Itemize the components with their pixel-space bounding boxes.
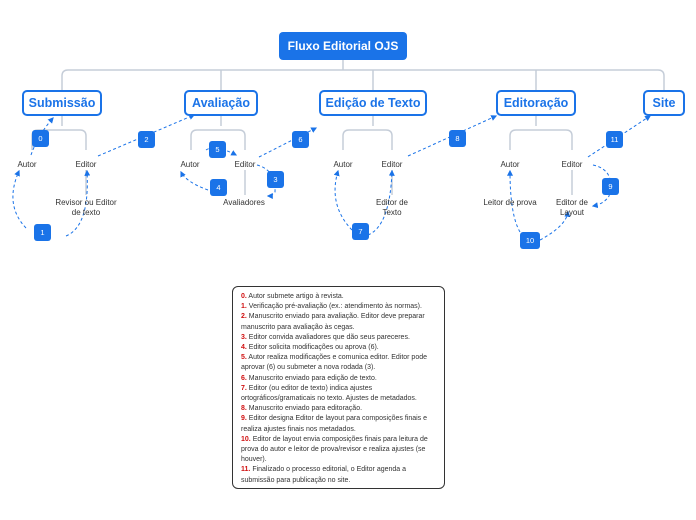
legend-item: 5. Autor realiza modificações e comunica… bbox=[241, 354, 428, 372]
step-badge-4: 4 bbox=[210, 179, 227, 196]
step-badge-0: 0 bbox=[32, 130, 49, 147]
stage-site[interactable]: Site bbox=[643, 90, 685, 116]
legend-box: 0. Autor submete artigo à revista. 1. Ve… bbox=[232, 286, 445, 489]
node-editor-de-layout[interactable]: Editor de Layout bbox=[555, 198, 589, 217]
stage-editoracao[interactable]: Editoração bbox=[496, 90, 576, 116]
legend-item: 2. Manuscrito enviado para avaliação. Ed… bbox=[241, 313, 425, 331]
step-badge-7: 7 bbox=[352, 223, 369, 240]
node-autor-editoracao[interactable]: Autor bbox=[500, 160, 520, 169]
node-autor-avaliacao[interactable]: Autor bbox=[180, 160, 200, 169]
legend-item: 11. Finalizado o processo editorial, o E… bbox=[241, 466, 407, 484]
step-badge-5: 5 bbox=[209, 141, 226, 158]
legend-item: 0. Autor submete artigo à revista. bbox=[241, 293, 344, 300]
stage-edicao-de-texto[interactable]: Edição de Texto bbox=[319, 90, 427, 116]
tree-connectors bbox=[31, 60, 665, 195]
node-editor-editoracao[interactable]: Editor bbox=[561, 160, 583, 169]
legend-item: 10. Editor de layout envia composições f… bbox=[241, 435, 428, 464]
node-editor-edicao[interactable]: Editor bbox=[381, 160, 403, 169]
step-badge-11: 11 bbox=[606, 131, 623, 148]
step-badge-2: 2 bbox=[138, 131, 155, 148]
node-autor-edicao[interactable]: Autor bbox=[333, 160, 353, 169]
root-title[interactable]: Fluxo Editorial OJS bbox=[279, 32, 407, 60]
legend-item: 6. Manuscrito enviado para edição de tex… bbox=[241, 374, 377, 382]
node-editor-de-texto[interactable]: Editor de Texto bbox=[375, 198, 409, 217]
node-avaliadores[interactable]: Avaliadores bbox=[223, 198, 265, 207]
stage-submissao[interactable]: Submissão bbox=[22, 90, 102, 116]
node-revisor-editor-texto[interactable]: Revisor ou Editor de texto bbox=[55, 198, 117, 217]
step-badge-6: 6 bbox=[292, 131, 309, 148]
step-badge-3: 3 bbox=[267, 171, 284, 188]
stage-avaliacao[interactable]: Avaliação bbox=[184, 90, 258, 116]
legend-item: 3. Editor convida avaliadores que dão se… bbox=[241, 333, 410, 341]
node-autor-submissao[interactable]: Autor bbox=[17, 160, 37, 169]
legend-item: 7. Editor (ou editor de texto) indica aj… bbox=[241, 384, 417, 403]
step-badge-10: 10 bbox=[520, 232, 540, 249]
legend-item: 1. Verificação pré-avaliação (ex.: atend… bbox=[241, 303, 422, 311]
flow-arrows bbox=[12, 114, 652, 241]
legend-item: 8. Manuscrito enviado para editoração. bbox=[241, 405, 363, 413]
node-editor-avaliacao[interactable]: Editor bbox=[234, 160, 256, 169]
legend-item: 4. Editor solicita modificações ou aprov… bbox=[241, 344, 379, 352]
step-badge-1: 1 bbox=[34, 224, 51, 241]
node-leitor-de-prova[interactable]: Leitor de prova bbox=[483, 198, 537, 207]
node-editor-submissao[interactable]: Editor bbox=[75, 160, 97, 169]
step-badge-8: 8 bbox=[449, 130, 466, 147]
step-badge-9: 9 bbox=[602, 178, 619, 195]
legend-item: 9. Editor designa Editor de layout para … bbox=[241, 415, 428, 433]
